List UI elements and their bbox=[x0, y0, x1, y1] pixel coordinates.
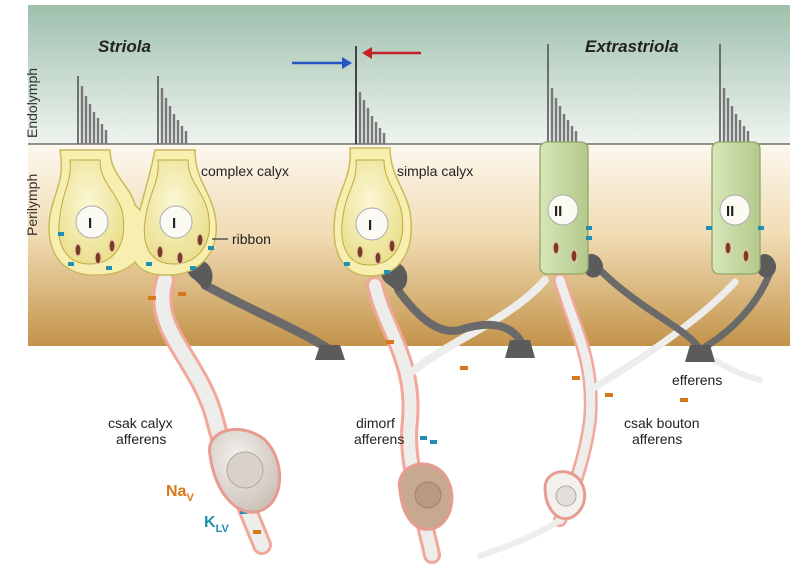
type2-cell-label-2: II bbox=[726, 203, 734, 220]
dimorph-label-line2: afferens bbox=[354, 431, 404, 447]
calyx-only-label-line1: csak calyx bbox=[108, 415, 173, 431]
efferent-label: efferens bbox=[672, 372, 722, 388]
complex-calyx-label: complex calyx bbox=[201, 163, 289, 179]
endolymph-label: Endolymph bbox=[24, 68, 40, 138]
type2-cell-2 bbox=[712, 142, 760, 274]
klv-channel-label: KLV bbox=[204, 514, 229, 535]
dimorph-label-line1: dimorf bbox=[356, 415, 395, 431]
bouton-only-label-line1: csak bouton bbox=[624, 415, 700, 431]
striola-label: Striola bbox=[98, 37, 151, 56]
simple-calyx-label: simpla calyx bbox=[397, 163, 473, 179]
ribbon-label: ribbon bbox=[232, 231, 271, 247]
nav-channel-label: NaV bbox=[166, 483, 194, 504]
type2-cell-1 bbox=[540, 142, 588, 274]
type1-cell-label-2: I bbox=[172, 215, 176, 232]
calyx-only-label-line2: afferens bbox=[116, 431, 166, 447]
type1-cell-label-1: I bbox=[88, 215, 92, 232]
perilymph-label: Perilymph bbox=[24, 174, 40, 236]
extrastriola-label: Extrastriola bbox=[585, 37, 679, 56]
endolymph-region bbox=[28, 5, 790, 144]
bouton-only-label-line2: afferens bbox=[632, 431, 682, 447]
type1-cell-label-3: I bbox=[368, 217, 372, 234]
type2-cell-label-1: II bbox=[554, 203, 562, 220]
